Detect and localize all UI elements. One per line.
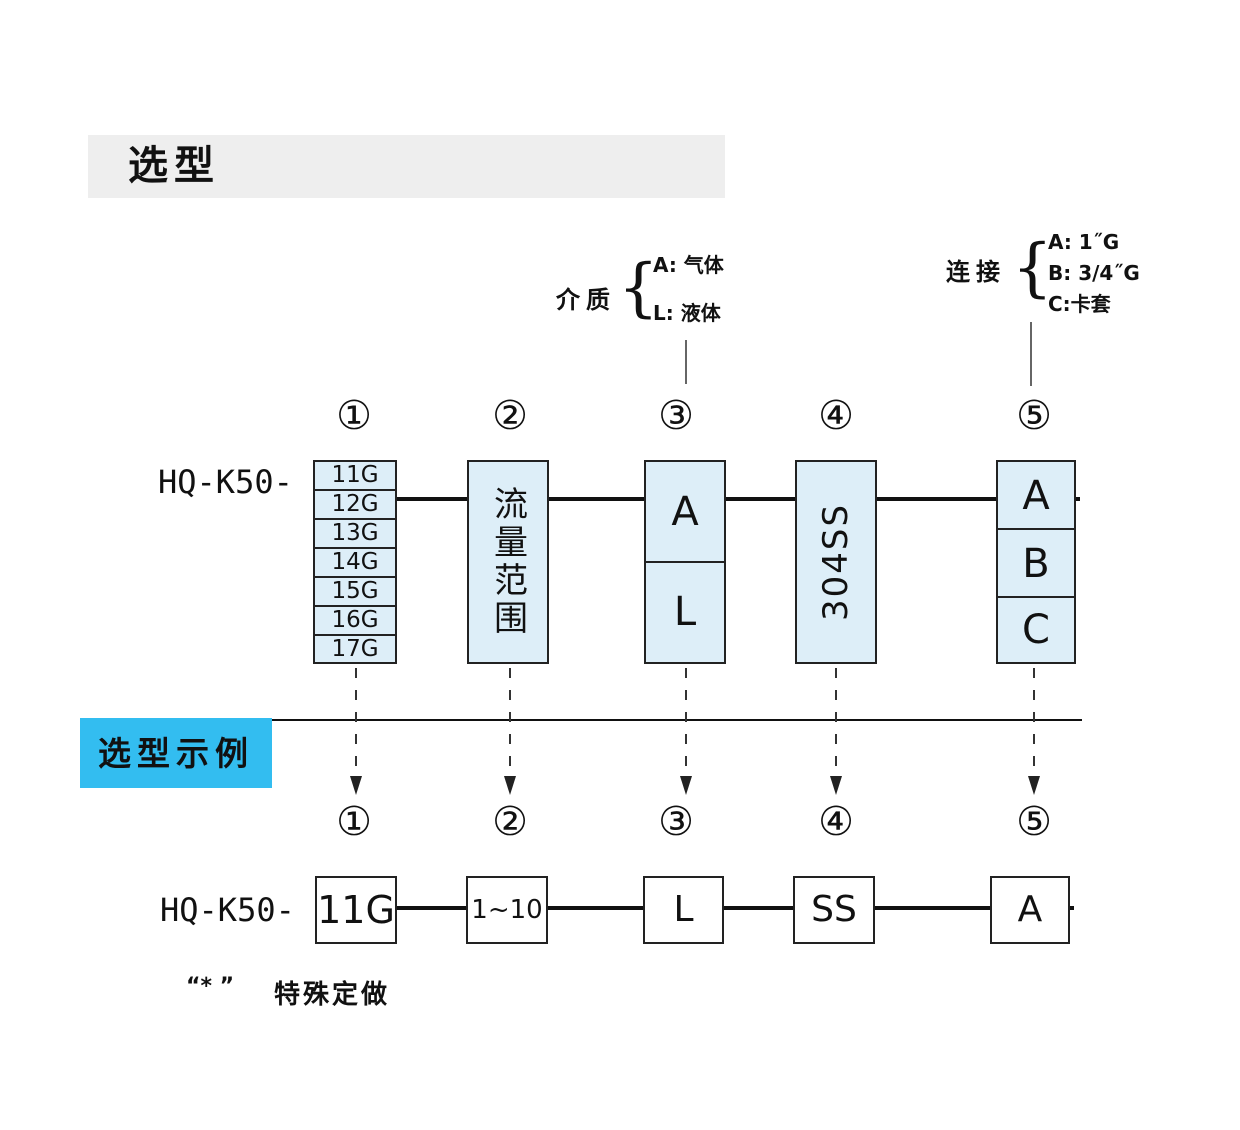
example-title: 选型示例 — [98, 734, 254, 773]
position-marker-3: ③ — [658, 393, 694, 439]
example-connection: A — [990, 876, 1070, 944]
connection-brace: { — [1012, 231, 1053, 305]
size-option: 17G — [331, 636, 379, 662]
connection-box: A B C — [996, 460, 1076, 664]
medium-box: A L — [644, 460, 726, 664]
position-marker-5: ⑤ — [1016, 393, 1052, 439]
flow-range-label: 流量范围 — [487, 486, 528, 638]
position-marker-1: ① — [336, 393, 372, 439]
size-option: 15G — [315, 578, 395, 607]
medium-option-gas: A: 气体 — [653, 253, 724, 277]
size-option: 16G — [315, 607, 395, 636]
connection-option-c: C:卡套 — [1048, 292, 1111, 316]
size-options-box: 11G 12G 13G 14G 15G 16G 17G — [313, 460, 397, 664]
note-text: 特殊定做 — [274, 980, 391, 1010]
connection-code-b: B — [998, 530, 1074, 598]
size-option: 14G — [315, 549, 395, 578]
connection-option-b: B: 3/4˝G — [1048, 261, 1140, 285]
example-marker-2: ② — [492, 799, 528, 845]
model-prefix: HQ-K50- — [158, 463, 293, 501]
example-prefix: HQ-K50- — [160, 891, 295, 929]
example-marker-1: ① — [336, 799, 372, 845]
example-material: SS — [793, 876, 875, 944]
example-size: 11G — [315, 876, 397, 944]
example-marker-4: ④ — [818, 799, 854, 845]
position-marker-2: ② — [492, 393, 528, 439]
example-medium: L — [643, 876, 724, 944]
size-option: 12G — [315, 491, 395, 520]
connection-code-c: C — [1022, 607, 1050, 653]
position-marker-4: ④ — [818, 393, 854, 439]
material-label: 304SS — [816, 502, 856, 622]
medium-label: 介质 — [556, 286, 616, 314]
example-title-bar — [80, 718, 272, 788]
connection-code-a: A — [998, 462, 1074, 530]
example-marker-3: ③ — [658, 799, 694, 845]
title-bar — [88, 135, 725, 198]
medium-option-liquid: L: 液体 — [653, 301, 721, 325]
size-option: 11G — [315, 462, 395, 491]
note-mark: “* ” — [186, 974, 235, 999]
example-marker-5: ⑤ — [1016, 799, 1052, 845]
material-box: 304SS — [795, 460, 877, 664]
medium-brace: { — [618, 251, 659, 325]
example-flow-range: 1~10 — [466, 876, 548, 944]
flow-range-box: 流量范围 — [467, 460, 549, 664]
medium-code-l: L — [673, 589, 697, 635]
connection-label: 连接 — [946, 258, 1006, 286]
connection-option-a: A: 1˝G — [1048, 230, 1120, 254]
medium-code-a: A — [646, 462, 724, 563]
size-option: 13G — [315, 520, 395, 549]
page-title: 选型 — [128, 143, 220, 189]
